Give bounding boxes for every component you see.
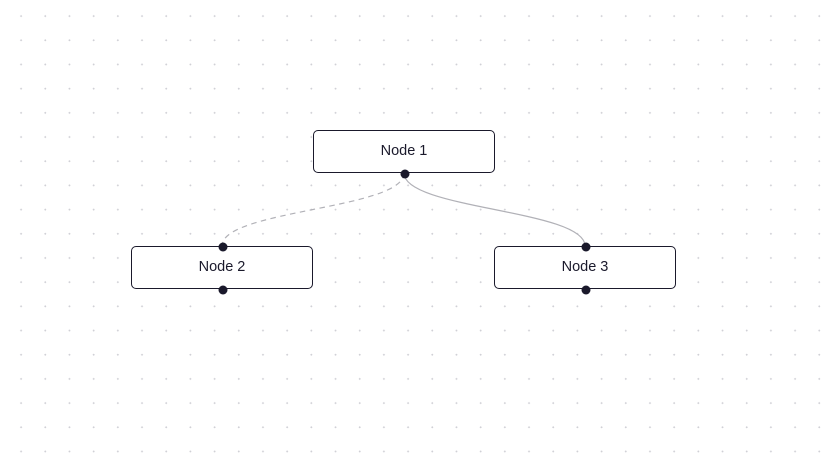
node-1[interactable]: Node 1: [313, 130, 495, 179]
node-3-label: Node 3: [561, 259, 609, 276]
node-1-label: Node 1: [380, 143, 428, 160]
node-3[interactable]: Node 3: [494, 242, 676, 295]
node-3-handle-target-top[interactable]: [581, 242, 591, 252]
node-2-label: Node 2: [198, 259, 246, 276]
node-2[interactable]: Node 2: [131, 242, 313, 295]
node-1-handle-source-bottom[interactable]: [400, 169, 410, 179]
edge-e1-3[interactable]: [403, 172, 586, 247]
node-2-handle-target-top[interactable]: [218, 242, 228, 252]
edge-e1-2[interactable]: [221, 172, 405, 247]
node-3-handle-source-bottom[interactable]: [581, 285, 591, 295]
node-2-handle-source-bottom[interactable]: [218, 285, 228, 295]
